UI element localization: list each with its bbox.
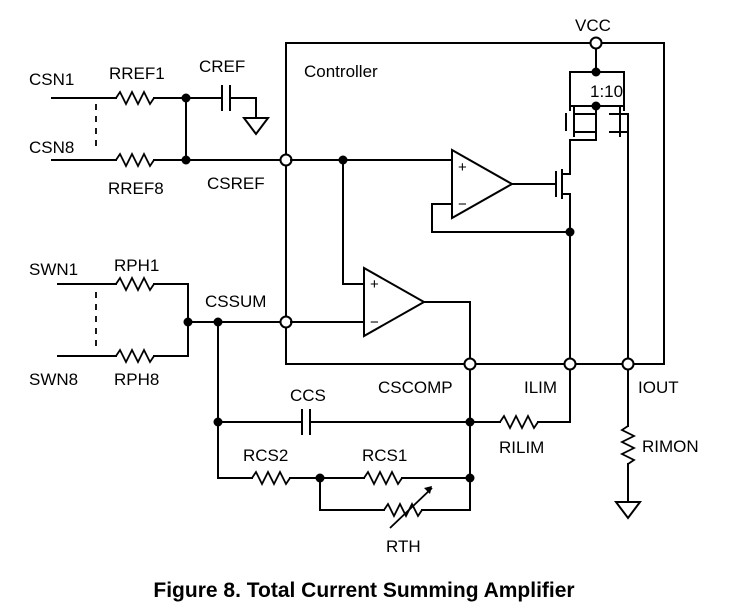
opamp1-plus: + (458, 159, 467, 176)
cssum-pin (279, 315, 293, 329)
rcs2-resistor (251, 469, 291, 487)
rth-label: RTH (386, 537, 421, 556)
junction-dot (465, 473, 475, 483)
opamp1-minus: − (458, 196, 467, 213)
vcc-pin (589, 36, 603, 50)
ground-icon (614, 501, 642, 520)
swn1-label: SWN1 (29, 260, 78, 279)
junction-dot (181, 155, 191, 165)
csref-label: CSREF (207, 174, 265, 193)
junction-dot (213, 417, 223, 427)
rth-variable-arrow (389, 487, 433, 529)
rph8-resistor (115, 347, 155, 365)
csn1-label: CSN1 (29, 70, 74, 89)
iout-pin (621, 357, 635, 371)
rref1-label: RREF1 (109, 64, 165, 83)
rimon-label: RIMON (642, 437, 699, 456)
figure-caption: Figure 8. Total Current Summing Amplifie… (153, 579, 574, 602)
rimon-resistor (619, 425, 637, 465)
rcs2-label: RCS2 (243, 446, 288, 465)
junction-dot (181, 93, 191, 103)
rilim-resistor (499, 413, 539, 431)
rref1-resistor (115, 89, 155, 107)
cscomp-label: CSCOMP (378, 378, 453, 397)
csref-pin (279, 153, 293, 167)
ground-icon (242, 117, 270, 136)
ratio-label: 1:10 (590, 82, 623, 101)
opamp2-plus: + (370, 276, 379, 293)
ilim-label: ILIM (524, 378, 557, 397)
iout-label: IOUT (638, 378, 679, 397)
rref8-label: RREF8 (108, 179, 164, 198)
controller-label: Controller (304, 62, 378, 81)
opamp2-minus: − (370, 314, 379, 331)
junction-dot (591, 101, 601, 111)
rph8-label: RPH8 (114, 370, 159, 389)
rcs1-resistor (363, 469, 403, 487)
cssum-label: CSSUM (205, 292, 266, 311)
vcc-label: VCC (575, 16, 611, 35)
swn8-label: SWN8 (29, 370, 78, 389)
opamp-1 (451, 148, 515, 220)
cref-label: CREF (199, 57, 245, 76)
rcs1-label: RCS1 (362, 446, 407, 465)
ilim-pin (563, 357, 577, 371)
opamp-2 (363, 266, 427, 338)
junction-dot (465, 417, 475, 427)
rth-resistor (383, 501, 423, 519)
rph1-resistor (115, 275, 155, 293)
rth-arrow-head (424, 486, 432, 494)
rph1-label: RPH1 (114, 256, 159, 275)
csn8-label: CSN8 (29, 138, 74, 157)
ccs-label: CCS (290, 386, 326, 405)
rref8-resistor (115, 151, 155, 169)
cscomp-pin (463, 357, 477, 371)
rilim-label: RILIM (499, 438, 544, 457)
